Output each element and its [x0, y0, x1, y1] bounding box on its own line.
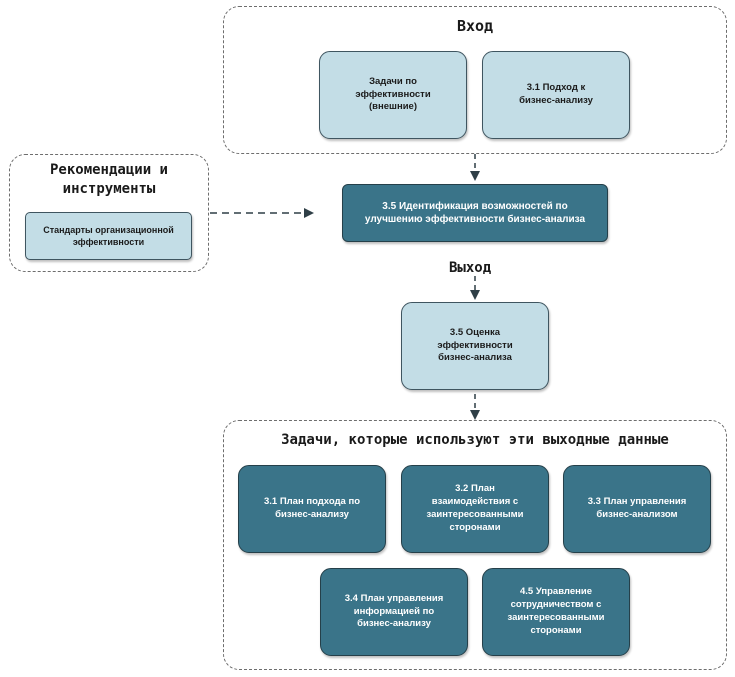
input-group-title: Вход [456, 17, 494, 35]
input-item-ba-approach: 3.1 Подход к бизнес-анализу [482, 51, 630, 139]
consumer-item-stakeholder-engagement-plan: 3.2 План взаимодействия с заинтересованн… [401, 465, 549, 553]
guidelines-group-title: Рекомендации и инструменты [49, 162, 168, 197]
main-task: 3.5 Идентификация возможностей по улучше… [342, 184, 608, 242]
consumer-item-ba-governance-plan: 3.3 План управления бизнес-анализом [563, 465, 711, 553]
guidelines-item-org-standards: Стандарты организационной эффективности [25, 212, 192, 260]
consumer-item-stakeholder-collaboration: 4.5 Управление сотрудничеством с заинтер… [482, 568, 630, 656]
consumer-item-ba-information-plan: 3.4 План управления информацией по бизне… [320, 568, 468, 656]
input-item-performance-objectives: Задачи по эффективности (внешние) [319, 51, 467, 139]
input-group: Вход [223, 6, 727, 154]
output-label: Выход [449, 260, 492, 276]
output-item-performance-assessment: 3.5 Оценка эффективности бизнес-анализа [401, 302, 549, 390]
consumer-item-ba-approach-plan: 3.1 План подхода по бизнес-анализу [238, 465, 386, 553]
consumers-group-title: Задачи, которые используют эти выходные … [281, 432, 669, 448]
